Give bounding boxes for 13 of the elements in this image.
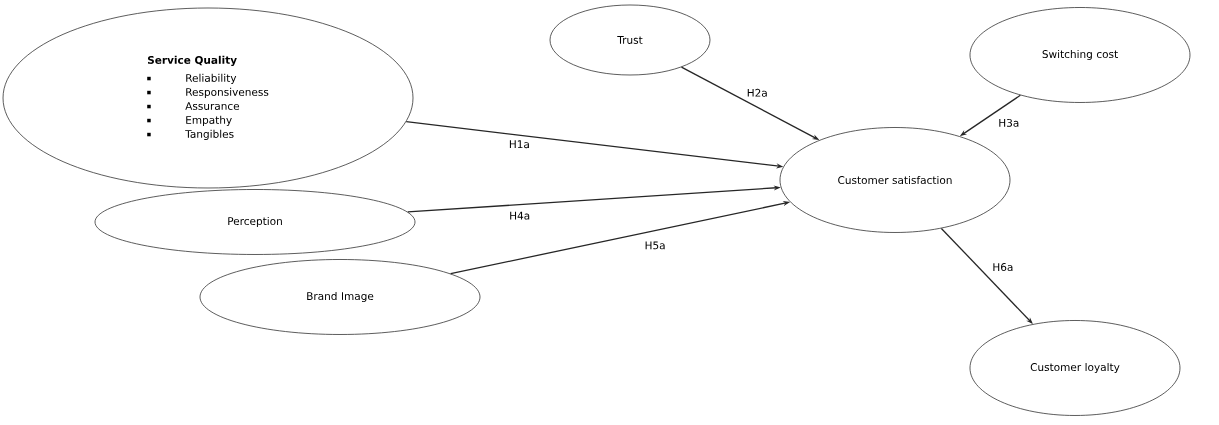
ellipse-node: Customer loyalty — [969, 320, 1181, 416]
ellipse-node: Service Quality Reliability Responsiveness Assurance Empathy Tangibles — [2, 7, 414, 189]
ellipse-node: Trust — [549, 4, 711, 76]
edge-label: H6a — [991, 262, 1015, 273]
ellipse-node: Brand Image — [199, 259, 481, 335]
edge-label: H3a — [997, 117, 1021, 128]
edge-label: H4a — [508, 210, 532, 221]
edge-label: H1a — [507, 139, 531, 150]
edge-label: H5a — [643, 240, 667, 251]
edge-label: H2a — [745, 87, 769, 98]
ellipse-node: Perception — [94, 189, 416, 255]
ellipse-node: Switching cost — [969, 7, 1191, 103]
ellipse-node: Customer satisfaction — [779, 127, 1011, 233]
